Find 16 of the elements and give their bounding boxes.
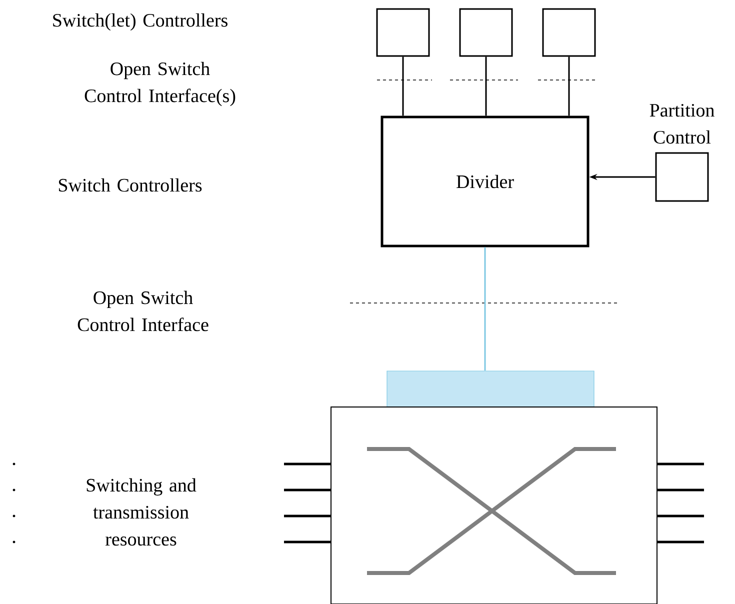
connector-line [568, 56, 570, 116]
side-label: Open Switch Control Interface(s) [84, 62, 236, 106]
partition-control-box: Partition Control [650, 104, 714, 202]
switch-box [330, 406, 658, 604]
side-label: Open Switch Control Interface [78, 290, 208, 332]
connector-line [484, 247, 486, 371]
controller-box [376, 8, 430, 57]
connector-line [402, 56, 404, 116]
side-label: Switch(let) Controllers [53, 13, 228, 31]
side-label: Switching and transmission resources [86, 478, 196, 546]
connector-line [485, 56, 487, 116]
node-label: Partition Control [650, 104, 714, 144]
interface-box [386, 370, 594, 408]
side-label: Switch Controllers [58, 178, 202, 192]
controller-box [459, 8, 513, 57]
controller-box [542, 8, 596, 57]
